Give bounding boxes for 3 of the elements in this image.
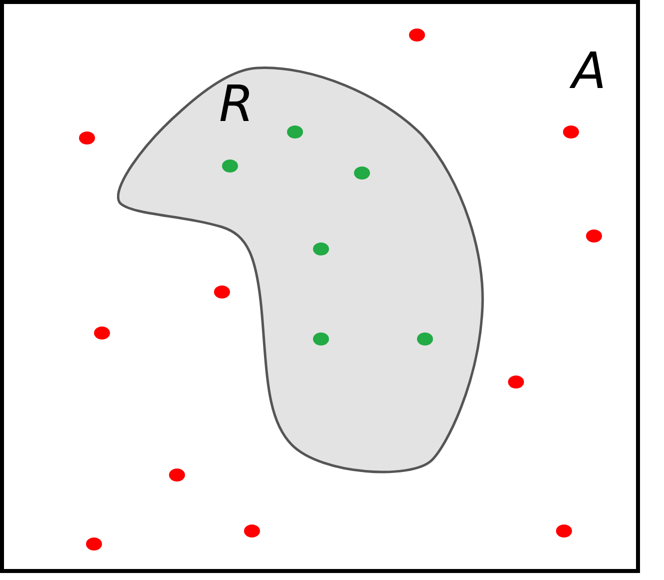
set-label: A (572, 46, 606, 96)
region-label: R (219, 79, 254, 129)
set-box (0, 0, 640, 573)
